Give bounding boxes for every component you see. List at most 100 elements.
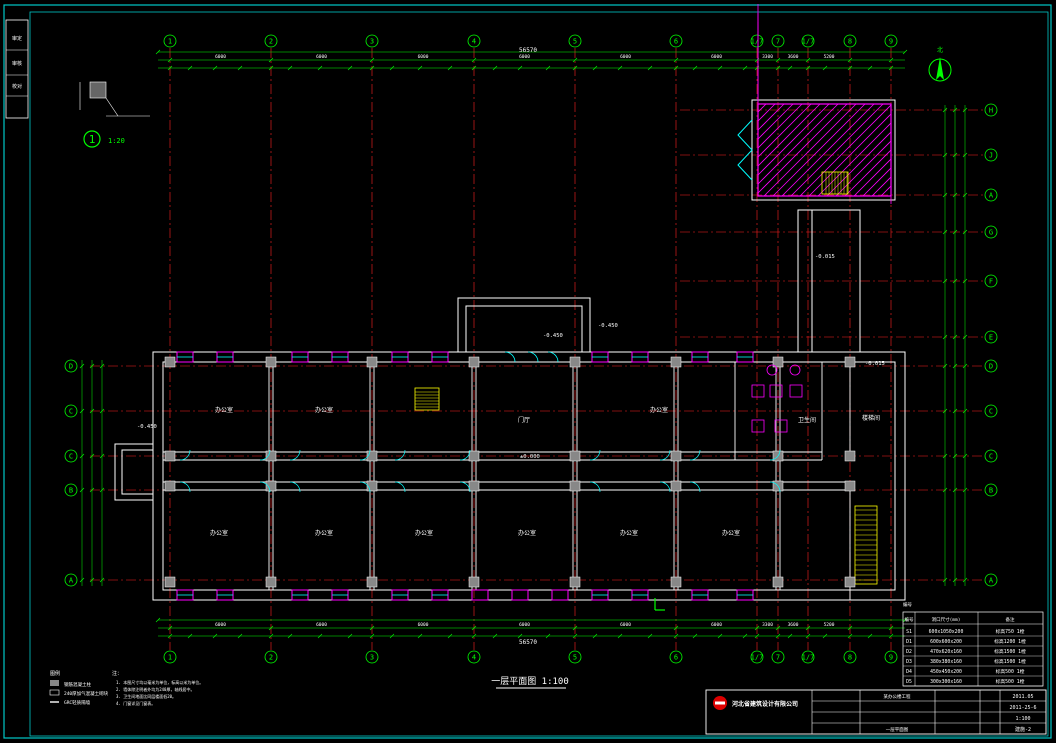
hatch-line bbox=[808, 113, 892, 197]
bay-dimension: 6000 bbox=[519, 622, 530, 628]
door-swing bbox=[459, 449, 471, 461]
dimension-tick bbox=[89, 577, 95, 583]
table-cell: D4 bbox=[906, 669, 912, 675]
axis-bubble bbox=[771, 650, 785, 664]
dimension-tick bbox=[805, 633, 811, 639]
axis-bubble bbox=[568, 34, 582, 48]
entrance-porch bbox=[457, 297, 591, 353]
dimension-tick bbox=[155, 617, 161, 623]
dimension-tick bbox=[942, 192, 948, 198]
dimension-tick bbox=[617, 633, 623, 639]
column bbox=[265, 480, 277, 492]
door-swing bbox=[659, 449, 671, 461]
left-title-strip: 审定 审核 校对 bbox=[5, 19, 29, 119]
column bbox=[844, 576, 856, 588]
door-swing bbox=[259, 481, 271, 493]
table-cell: 380x380x160 bbox=[930, 659, 962, 665]
axis-bubble bbox=[669, 34, 683, 48]
west-entrance-inner bbox=[121, 449, 154, 495]
dimension-tick bbox=[952, 363, 958, 369]
detail-1: 1 1:20 bbox=[79, 81, 150, 148]
dimension-tick bbox=[99, 408, 105, 414]
axis-bubble bbox=[264, 34, 278, 48]
dimension-tick bbox=[942, 107, 948, 113]
dimension-tick bbox=[962, 577, 968, 583]
dimension-tick bbox=[822, 65, 828, 71]
axis-label: 6 bbox=[674, 38, 678, 46]
bay-dimension: 6000 bbox=[620, 54, 631, 60]
room-label: 办公室 bbox=[215, 406, 233, 414]
axis-label: C bbox=[69, 408, 73, 416]
axis-bubble bbox=[843, 34, 857, 48]
axis-label: 2 bbox=[269, 38, 273, 46]
column bbox=[670, 480, 682, 492]
door-swing bbox=[179, 481, 191, 493]
axis-label: 9 bbox=[889, 38, 893, 46]
dimension-tick bbox=[471, 57, 477, 63]
hatch-line bbox=[757, 103, 812, 158]
dimension-tick bbox=[471, 625, 477, 631]
hatch-line bbox=[826, 131, 892, 197]
axis-label: G bbox=[989, 229, 993, 237]
bay-window bbox=[737, 119, 753, 181]
axis-bubble bbox=[669, 650, 683, 664]
elevation-label: -0.450 bbox=[137, 424, 157, 430]
axis-label: 7 bbox=[776, 654, 780, 662]
north-label: 北 bbox=[937, 46, 943, 54]
table-cell: 600x1050x200 bbox=[929, 629, 964, 635]
dimension-tick bbox=[902, 617, 908, 623]
dimension-tick bbox=[167, 65, 173, 71]
axis-label: 4 bbox=[472, 654, 476, 662]
dimension-tick bbox=[369, 65, 375, 71]
hatch-line bbox=[799, 104, 892, 197]
dimension-tick bbox=[692, 65, 698, 71]
plan-details bbox=[164, 171, 878, 611]
dimension-tick bbox=[647, 65, 653, 71]
door-swing bbox=[459, 481, 471, 493]
column bbox=[844, 356, 856, 368]
dimension-tick bbox=[517, 65, 523, 71]
column bbox=[164, 356, 176, 368]
axis-label: 6 bbox=[674, 654, 678, 662]
column bbox=[366, 576, 378, 588]
dimension-tick bbox=[754, 633, 760, 639]
table-cell: 450x450x200 bbox=[930, 669, 962, 675]
axis-label: 1 bbox=[168, 654, 172, 662]
table-cell: 标高1200 1樘 bbox=[994, 638, 1026, 645]
legend-item: GRC轻质隔墙 bbox=[64, 699, 91, 706]
dimension-tick bbox=[89, 487, 95, 493]
elevation-label: -0.450 bbox=[598, 323, 618, 329]
notes-title: 注： bbox=[112, 670, 122, 677]
door-swing bbox=[589, 481, 601, 493]
dimension-tick bbox=[942, 152, 948, 158]
hatch-line bbox=[772, 103, 866, 197]
dimension-tick bbox=[888, 65, 894, 71]
entrance-porch-inner bbox=[465, 305, 583, 353]
dimension-tick bbox=[787, 65, 793, 71]
dimension-tick bbox=[89, 363, 95, 369]
axis-bubble bbox=[64, 573, 78, 587]
door-swing bbox=[769, 481, 781, 493]
column bbox=[265, 356, 277, 368]
axis-label: 1/7 bbox=[751, 654, 764, 662]
dimension-tick bbox=[942, 363, 948, 369]
bay-dimension: 6000 bbox=[620, 622, 631, 628]
elevation-label: -0.015 bbox=[865, 361, 885, 367]
dimension-tick bbox=[572, 625, 578, 631]
axis-label: 3 bbox=[370, 38, 374, 46]
dimension-tick bbox=[447, 633, 453, 639]
axis-label: 3 bbox=[370, 654, 374, 662]
hatch-line bbox=[835, 140, 892, 197]
dimension-tick bbox=[79, 453, 85, 459]
room-label: 卫生间 bbox=[798, 416, 816, 424]
column bbox=[164, 480, 176, 492]
dimension-tick bbox=[952, 577, 958, 583]
dimension-tick bbox=[347, 65, 353, 71]
room-label: 办公室 bbox=[518, 529, 536, 537]
room-label: 门厅 bbox=[518, 416, 530, 424]
axis-label: D bbox=[69, 363, 73, 371]
dimension-tick bbox=[952, 487, 958, 493]
door-swing bbox=[689, 449, 701, 461]
toilet-fixture bbox=[751, 384, 765, 398]
